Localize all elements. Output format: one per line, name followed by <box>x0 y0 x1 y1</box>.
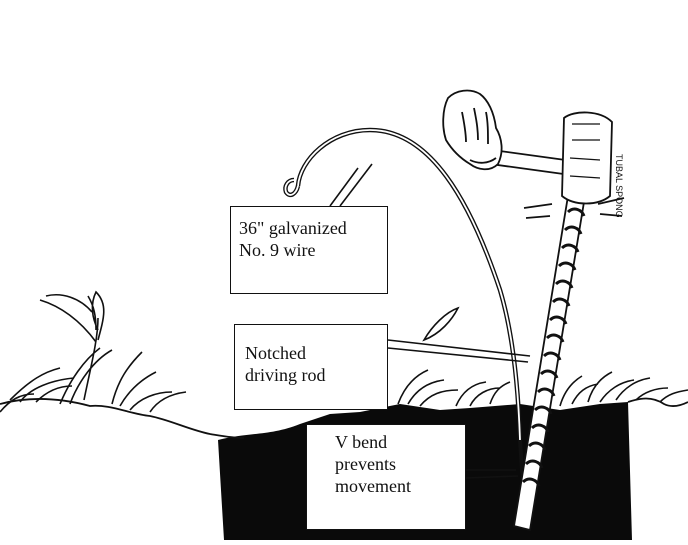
callout-vbend: V bend prevents movement <box>306 424 466 530</box>
callout-rod: Notched driving rod <box>234 324 388 410</box>
callout-wire: 36" galvanized No. 9 wire <box>230 206 388 294</box>
callout-wire-line2: No. 9 wire <box>239 239 379 261</box>
callout-vbend-line1: V bend <box>335 431 457 453</box>
hammer-head-lettering: TUBAL SPONG <box>614 154 624 218</box>
soil-surface-line <box>0 399 244 438</box>
grass-left <box>0 292 186 412</box>
callout-vbend-line2: prevents <box>335 453 457 475</box>
callout-wire-line1: 36" galvanized <box>239 217 379 239</box>
callout-rod-line1: Notched <box>245 342 379 364</box>
callout-rod-line2: driving rod <box>245 364 379 386</box>
seed-head <box>424 308 458 340</box>
hand <box>443 91 501 170</box>
callout-vbend-line3: movement <box>335 475 457 497</box>
